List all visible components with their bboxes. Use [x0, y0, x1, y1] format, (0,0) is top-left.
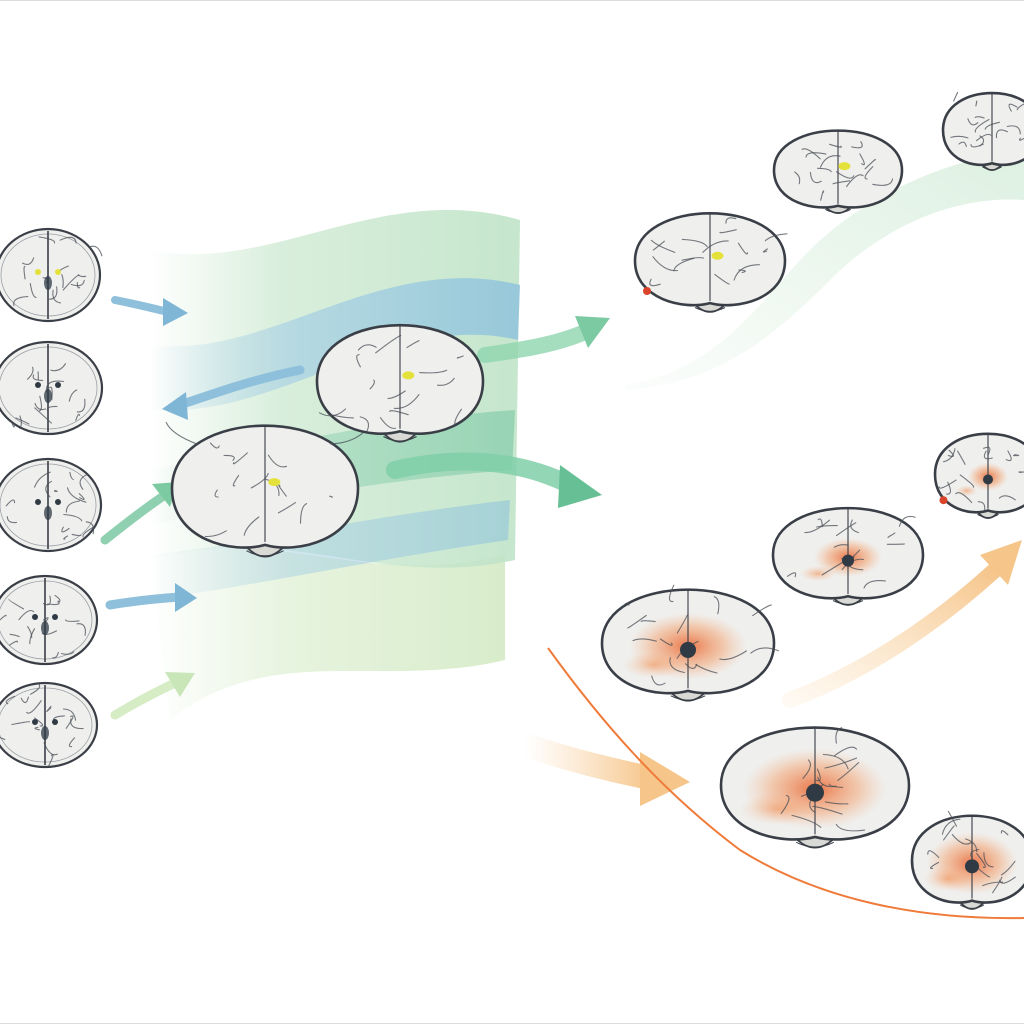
brain-lateral-icon	[165, 421, 364, 558]
orange-trajectory-line	[547, 647, 1024, 920]
flow-arrow-icon	[111, 296, 188, 326]
output-arrows	[386, 316, 1022, 806]
flow-arrow-icon	[386, 452, 602, 508]
brain-lateral-icon	[771, 506, 925, 606]
brain-axial-slice-icon	[0, 574, 99, 666]
flow-arrow-icon	[513, 733, 690, 806]
brain-axial-slice-icon	[0, 457, 103, 553]
brain-axial-slice-icon	[0, 340, 104, 436]
brains-layer	[0, 91, 1024, 910]
flow-arrow-icon	[105, 583, 197, 612]
brain-lateral-icon	[941, 91, 1024, 172]
brain-lateral-icon	[719, 726, 911, 849]
brain-lateral-icon	[910, 810, 1024, 910]
top-border	[0, 0, 1024, 1]
flow-arrow-icon	[477, 316, 610, 363]
brain-lateral-icon	[600, 584, 779, 702]
brain-lateral-icon	[633, 212, 788, 313]
flow-arrow-icon	[162, 365, 305, 420]
brain-lateral-icon	[772, 129, 904, 214]
brain-lateral-icon	[315, 323, 485, 443]
brain-axial-slice-icon	[0, 227, 103, 323]
flow-arrow-icon	[110, 672, 195, 720]
flow-arrow-icon	[782, 540, 1022, 708]
input-arrows	[100, 296, 305, 720]
brain-lateral-icon	[933, 432, 1024, 519]
green-trajectory-band	[625, 150, 1024, 390]
flow-band-blue-lower	[150, 500, 510, 600]
brain-axial-slice-icon	[0, 681, 99, 769]
flow-band-light-green	[150, 547, 505, 720]
